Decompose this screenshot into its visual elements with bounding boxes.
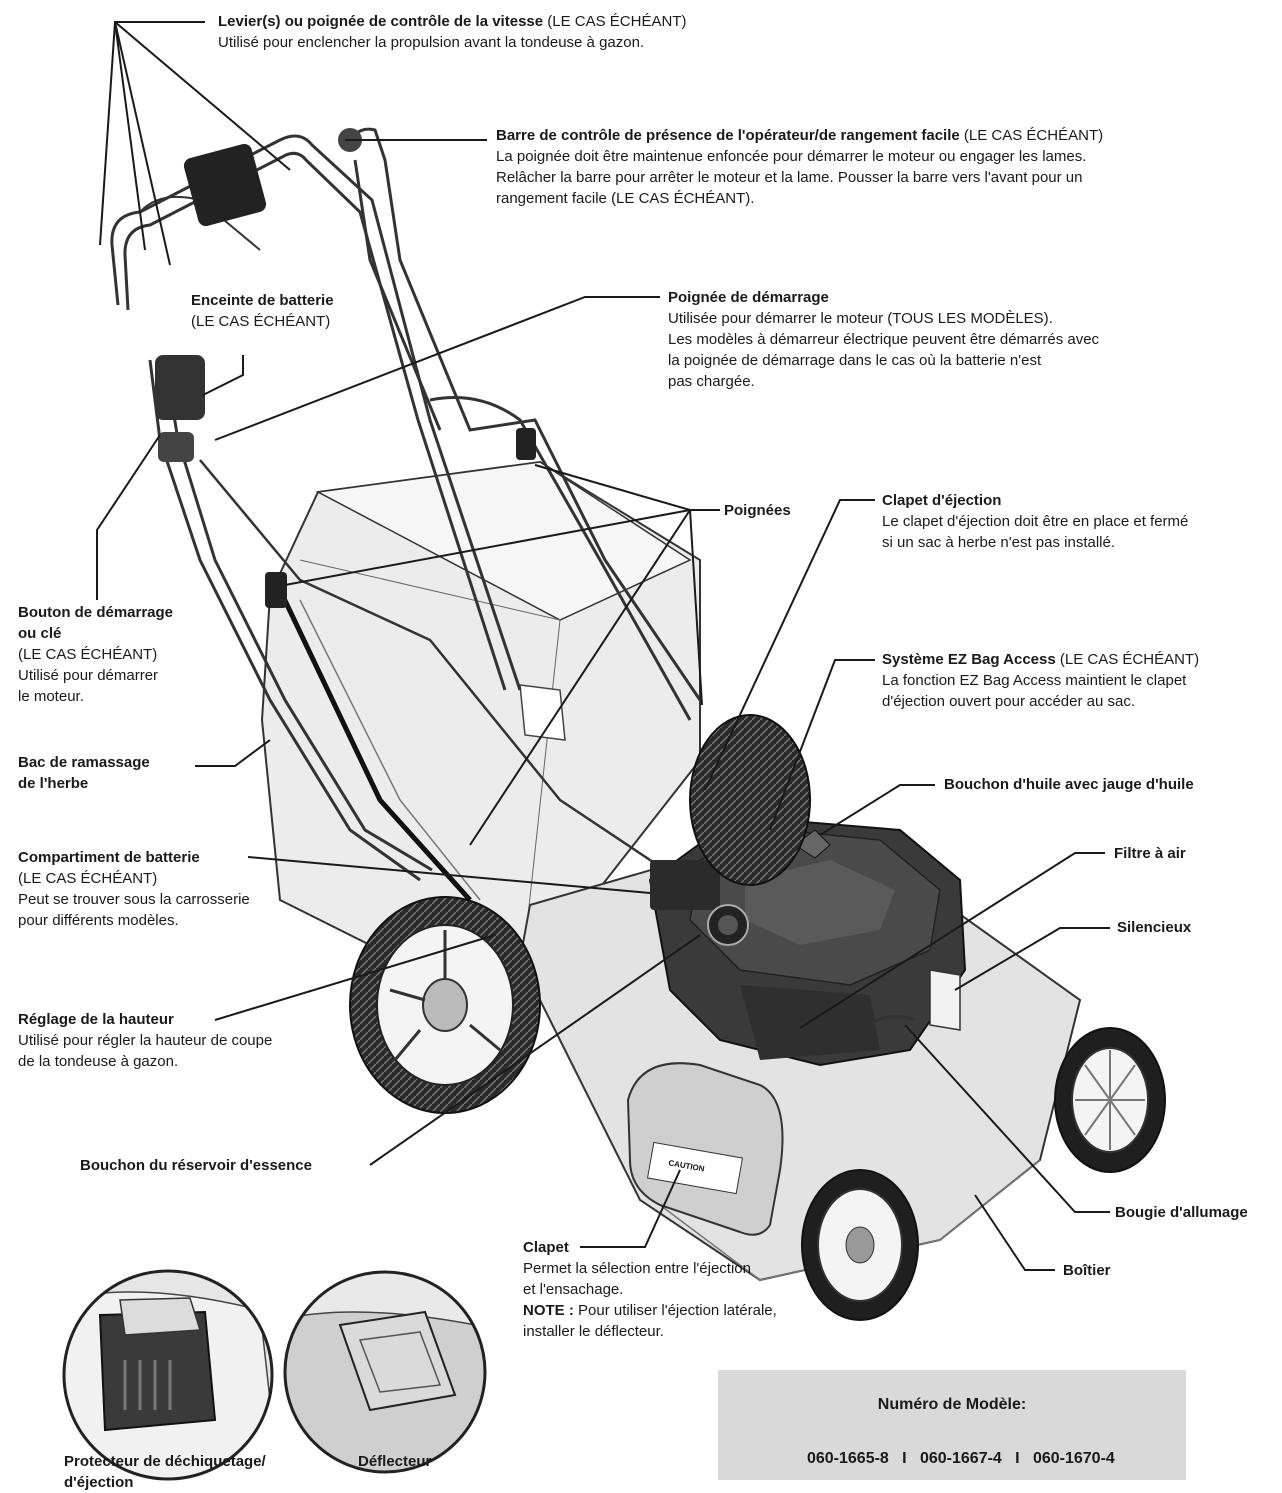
mulch-guard-title-1: Protecteur de déchiquetage/: [64, 1453, 266, 1470]
operator-bar-desc-3: rangement facile (LE CAS ÉCHÉANT).: [496, 190, 755, 207]
discharge-flap-desc-2: si un sac à herbe n'est pas installé.: [882, 534, 1115, 551]
model-separator-1: I: [902, 1450, 907, 1467]
operator-bar-desc-2: Relâcher la barre pour arrêter le moteur…: [496, 169, 1083, 186]
ez-bag-title: Système EZ Bag Access: [882, 651, 1056, 668]
label-starter-handle: Poignée de démarrage Utilisée pour démar…: [668, 287, 1099, 392]
label-spark-plug: Bougie d'allumage: [1115, 1202, 1248, 1223]
housing-title: Boîtier: [1063, 1262, 1111, 1279]
label-housing: Boîtier: [1063, 1260, 1111, 1281]
model-separator-2: I: [1015, 1450, 1020, 1467]
battery-enclosure-suffix: (LE CAS ÉCHÉANT): [191, 313, 331, 330]
start-button-desc-2: le moteur.: [18, 688, 84, 705]
ez-bag-desc-1: La fonction EZ Bag Access maintient le c…: [882, 672, 1187, 689]
model-number-title: Numéro de Modèle:: [877, 1396, 1027, 1413]
model-number-box: Numéro de Modèle: 060-1665-8 I 060-1667-…: [718, 1370, 1186, 1480]
flap-note-label: NOTE :: [523, 1302, 574, 1319]
air-filter-title: Filtre à air: [1114, 845, 1186, 862]
battery-enclosure-title: Enceinte de batterie: [191, 292, 334, 309]
battery-compartment-desc-1: Peut se trouver sous la carrosserie: [18, 891, 250, 908]
operator-bar-title: Barre de contrôle de présence de l'opéra…: [496, 127, 960, 144]
operator-bar-suffix: (LE CAS ÉCHÉANT): [963, 127, 1104, 144]
starter-handle-desc-2: Les modèles à démarreur électrique peuve…: [668, 331, 1100, 348]
start-button-desc-1: Utilisé pour démarrer: [18, 667, 159, 684]
label-ez-bag: Système EZ Bag Access (LE CAS ÉCHÉANT) L…: [882, 649, 1199, 712]
deflector-detail: [285, 1272, 485, 1472]
speed-control-box: [183, 143, 267, 227]
flap-note-text-2: installer le déflecteur.: [523, 1323, 664, 1340]
label-muffler: Silencieux: [1117, 917, 1191, 938]
oil-cap-drawing: [794, 829, 831, 859]
model-number-list: 060-1665-8 I 060-1667-4 I 060-1670-4: [718, 1432, 1186, 1486]
ez-bag-desc-2: d'éjection ouvert pour accéder au sac.: [882, 693, 1136, 710]
height-adjust-desc-1: Utilisé pour régler la hauteur de coupe: [18, 1032, 273, 1049]
fuel-cap-title: Bouchon du réservoir d'essence: [80, 1157, 312, 1174]
mulch-guard-title-2: d'éjection: [64, 1474, 134, 1491]
starter-handle-desc-4: pas chargée.: [668, 373, 755, 390]
battery-compartment-title: Compartiment de batterie: [18, 849, 200, 866]
start-button-drawing: [158, 432, 194, 462]
grass-bag-title-1: Bac de ramassage: [18, 754, 150, 771]
handle-knob-left: [265, 572, 287, 608]
oil-cap-title: Bouchon d'huile avec jauge d'huile: [944, 776, 1194, 793]
height-adjust-desc-2: de la tondeuse à gazon.: [18, 1053, 179, 1070]
discharge-flap-desc-1: Le clapet d'éjection doit être en place …: [882, 513, 1189, 530]
front-left-wheel: [801, 1169, 919, 1321]
speed-control-desc: Utilisé pour enclencher la propulsion av…: [218, 34, 645, 51]
label-handles: Poignées: [724, 500, 791, 521]
label-start-button: Bouton de démarrage ou clé (LE CAS ÉCHÉA…: [18, 602, 173, 707]
muffler-title: Silencieux: [1117, 919, 1192, 936]
flap-title: Clapet: [523, 1239, 569, 1256]
label-flap: Clapet Permet la sélection entre l'éject…: [523, 1237, 777, 1342]
battery-compartment-desc-2: pour différents modèles.: [18, 912, 179, 929]
grass-bag-title-2: de l'herbe: [18, 775, 89, 792]
label-discharge-flap: Clapet d'éjection Le clapet d'éjection d…: [882, 490, 1188, 553]
start-button-title-1: Bouton de démarrage: [18, 604, 174, 621]
model-number-1: 060-1665-8: [806, 1450, 889, 1467]
label-deflector: Déflecteur: [358, 1451, 431, 1472]
model-number-3: 060-1670-4: [1032, 1450, 1115, 1467]
discharge-flap-title: Clapet d'éjection: [882, 492, 1002, 509]
spark-plug-title: Bougie d'allumage: [1115, 1204, 1248, 1221]
rear-right-wheel: [689, 714, 811, 886]
label-height-adjust: Réglage de la hauteur Utilisé pour régle…: [18, 1009, 272, 1072]
handles-title: Poignées: [724, 502, 791, 519]
label-battery-compartment: Compartiment de batterie (LE CAS ÉCHÉANT…: [18, 847, 250, 931]
label-air-filter: Filtre à air: [1114, 843, 1186, 864]
model-number-2: 060-1667-4: [919, 1450, 1002, 1467]
speed-control-suffix: (LE CAS ÉCHÉANT): [547, 13, 687, 30]
rear-left-wheel: [349, 896, 541, 1114]
starter-handle-desc-1: Utilisée pour démarrer le moteur (TOUS L…: [668, 310, 1053, 327]
battery-enclosure-drawing: [155, 355, 205, 420]
operator-bar-desc-1: La poignée doit être maintenue enfoncée …: [496, 148, 1087, 165]
start-button-suffix: (LE CAS ÉCHÉANT): [18, 646, 158, 663]
flap-desc-2: et l'ensachage.: [523, 1281, 624, 1298]
label-speed-control: Levier(s) ou poignée de contrôle de la v…: [218, 11, 686, 53]
start-button-title-2: ou clé: [18, 625, 62, 642]
flap-desc-1: Permet la sélection entre l'éjection: [523, 1260, 751, 1277]
grass-bag-drawing: [260, 460, 701, 1012]
leader-lines: [96, 21, 1110, 1271]
front-right-wheel: [1054, 1027, 1166, 1173]
label-oil-cap: Bouchon d'huile avec jauge d'huile: [944, 774, 1194, 795]
ez-bag-suffix: (LE CAS ÉCHÉANT): [1059, 651, 1200, 668]
flap-note-text: Pour utiliser l'éjection latérale,: [578, 1302, 777, 1319]
height-adjust-title: Réglage de la hauteur: [18, 1011, 174, 1028]
handle-knob-right: [516, 428, 536, 460]
label-grass-bag: Bac de ramassage de l'herbe: [18, 752, 150, 794]
speed-control-title: Levier(s) ou poignée de contrôle de la v…: [218, 13, 544, 30]
label-fuel-cap: Bouchon du réservoir d'essence: [80, 1155, 312, 1176]
deflector-title: Déflecteur: [358, 1453, 432, 1470]
battery-compartment-suffix: (LE CAS ÉCHÉANT): [18, 870, 158, 887]
label-mulch-guard: Protecteur de déchiquetage/ d'éjection: [64, 1451, 266, 1493]
label-operator-bar: Barre de contrôle de présence de l'opéra…: [496, 125, 1103, 209]
mulch-guard-detail: [64, 1271, 272, 1479]
label-battery-enclosure: Enceinte de batterie (LE CAS ÉCHÉANT): [191, 290, 334, 332]
starter-handle-title: Poignée de démarrage: [668, 289, 829, 306]
starter-handle-desc-3: la poignée de démarrage dans le cas où l…: [668, 352, 1042, 369]
